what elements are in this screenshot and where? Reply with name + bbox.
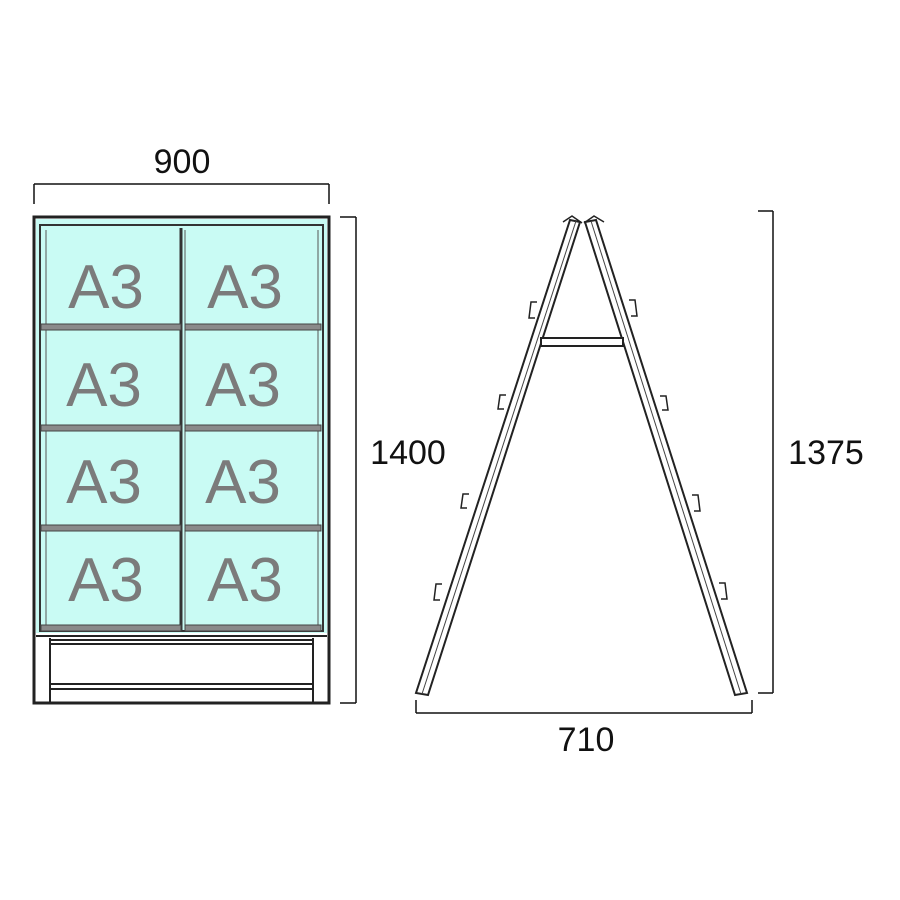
right-leg-clips (629, 299, 728, 600)
panel-label: A3 (68, 546, 144, 615)
panel-label: A3 (207, 253, 283, 322)
crossbar (540, 337, 624, 347)
side-height-label: 1375 (788, 434, 864, 472)
top-hinge (562, 215, 605, 224)
poster-rails (40, 323, 322, 632)
front-base (36, 635, 327, 703)
panel-label: A3 (207, 546, 283, 615)
side-width-label: 710 (558, 721, 615, 759)
height-dimension-front: 1400 (340, 216, 446, 704)
left-leg (414, 218, 582, 697)
panel-label: A3 (66, 448, 142, 517)
front-height-label: 1400 (370, 434, 446, 472)
panel-labels: A3 A3 A3 A3 A3 A3 A3 A3 (66, 253, 283, 615)
panel-label: A3 (66, 351, 142, 420)
front-view: 900 A3 A3 A3 A3 A (32, 143, 446, 705)
height-dimension-side: 1375 (758, 210, 864, 694)
width-dimension-front: 900 (33, 143, 330, 204)
left-leg-clips (433, 301, 537, 601)
panel-label: A3 (68, 253, 144, 322)
panel-label: A3 (205, 448, 281, 517)
panel-label: A3 (205, 351, 281, 420)
front-width-label: 900 (154, 143, 211, 181)
width-dimension-side: 710 (415, 700, 753, 759)
side-view: 710 1375 (414, 210, 864, 759)
